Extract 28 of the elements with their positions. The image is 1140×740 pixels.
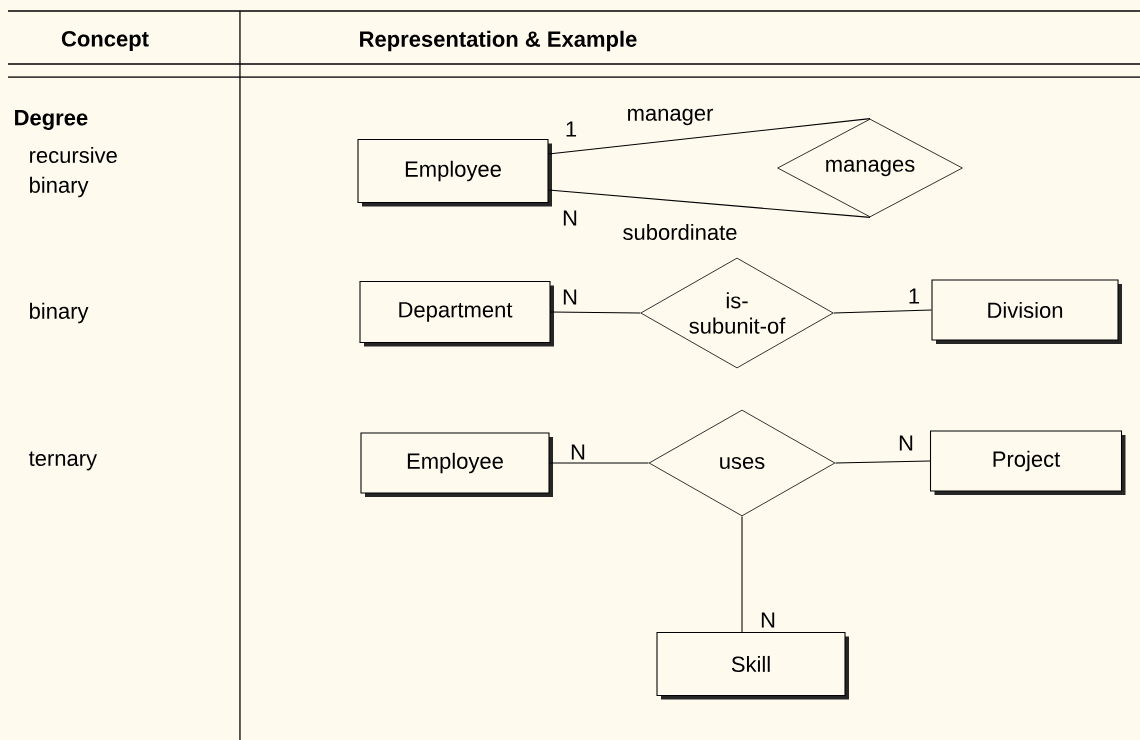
- cardinality-label: N: [563, 289, 577, 305]
- entity-box: Division: [931, 279, 1122, 344]
- concept-term: binary: [30, 176, 89, 198]
- cardinality-label: N: [571, 444, 585, 460]
- concept-term: ternary: [28, 451, 97, 471]
- connector-line: [741, 515, 743, 633]
- connector-line: [548, 189, 871, 218]
- cardinality-label: 1: [909, 288, 920, 304]
- concept-term: recursive: [30, 146, 117, 164]
- connector-line: [834, 460, 931, 464]
- connector-line: [550, 311, 641, 314]
- concept-heading: Degree: [15, 110, 88, 130]
- edge-label: manager: [625, 107, 715, 127]
- entity-box: Project: [929, 430, 1126, 495]
- cardinality-label: N: [563, 210, 577, 226]
- entity-box: Employee: [357, 138, 552, 207]
- connector-line: [548, 118, 871, 155]
- entity-box: Skill: [656, 631, 849, 700]
- connector-line: [549, 462, 650, 464]
- entity-box: Employee: [360, 432, 553, 497]
- cardinality-label: N: [761, 612, 775, 628]
- cardinality-label: N: [899, 435, 913, 451]
- concept-term: binary: [30, 302, 89, 324]
- connector-line: [833, 309, 932, 314]
- cardinality-label: 1: [566, 121, 577, 137]
- column-header: Representation & Example: [360, 30, 637, 52]
- column-header: Concept: [61, 31, 149, 51]
- entity-box: Department: [359, 280, 554, 347]
